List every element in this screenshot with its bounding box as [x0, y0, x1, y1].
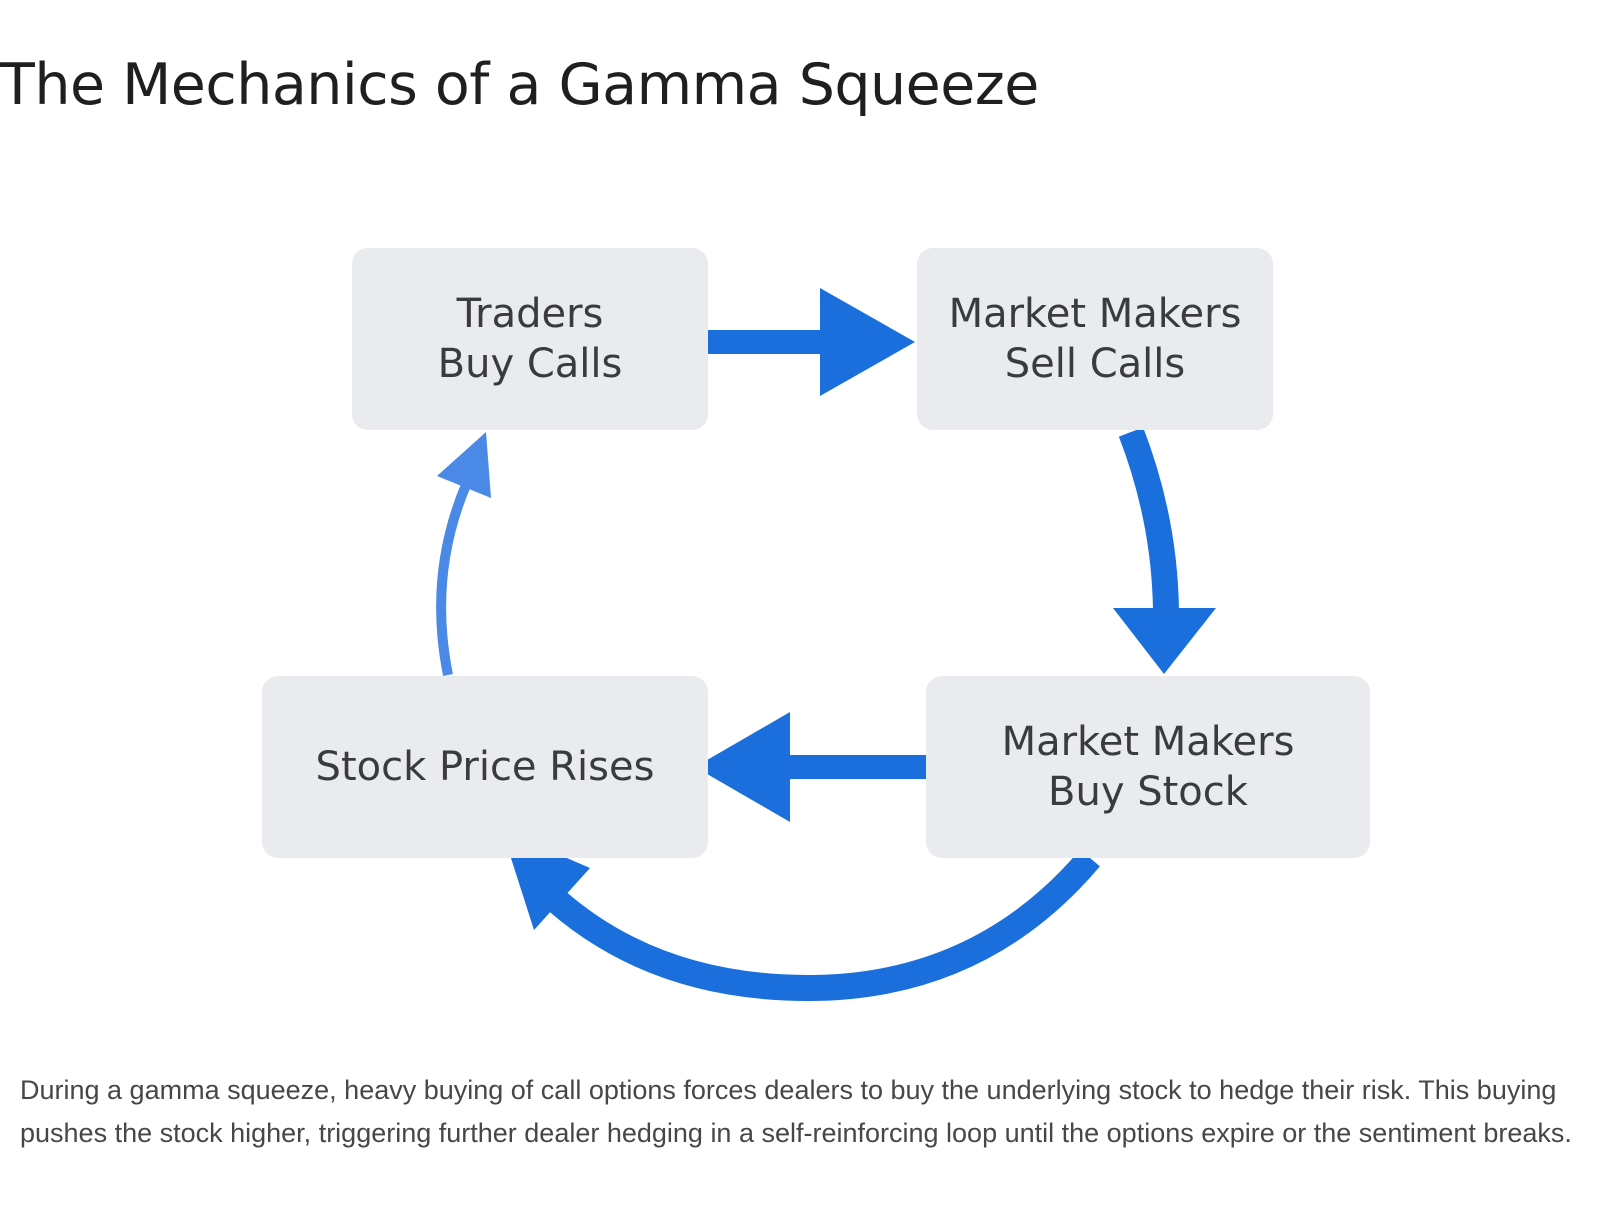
node-label-line: Stock Price Rises: [315, 744, 655, 790]
node-label-line: Sell Calls: [1004, 341, 1186, 387]
node-stock-price-rises: Stock Price Rises: [262, 676, 708, 858]
arrow-mm-sell-to-mm-buy: [1113, 427, 1216, 674]
node-label-line: Buy Calls: [437, 341, 623, 387]
arrow-mm-buy-to-price: [695, 712, 926, 822]
node-label-line: Traders: [456, 291, 604, 337]
node-label-line: Market Makers: [948, 291, 1242, 337]
node-traders-buy-calls: Traders Buy Calls: [352, 248, 708, 430]
diagram-caption: During a gamma squeeze, heavy buying of …: [20, 1075, 1572, 1148]
node-market-makers-sell-calls: Market Makers Sell Calls: [917, 248, 1273, 430]
arrow-traders-to-mm-sell: [708, 288, 915, 396]
node-market-makers-buy-stock: Market Makers Buy Stock: [926, 676, 1370, 858]
node-label-line: Market Makers: [1001, 719, 1295, 765]
node-label-line: Buy Stock: [1048, 769, 1248, 815]
page-title: The Mechanics of a Gamma Squeeze: [0, 52, 1039, 118]
arrow-price-to-traders: [436, 432, 491, 676]
